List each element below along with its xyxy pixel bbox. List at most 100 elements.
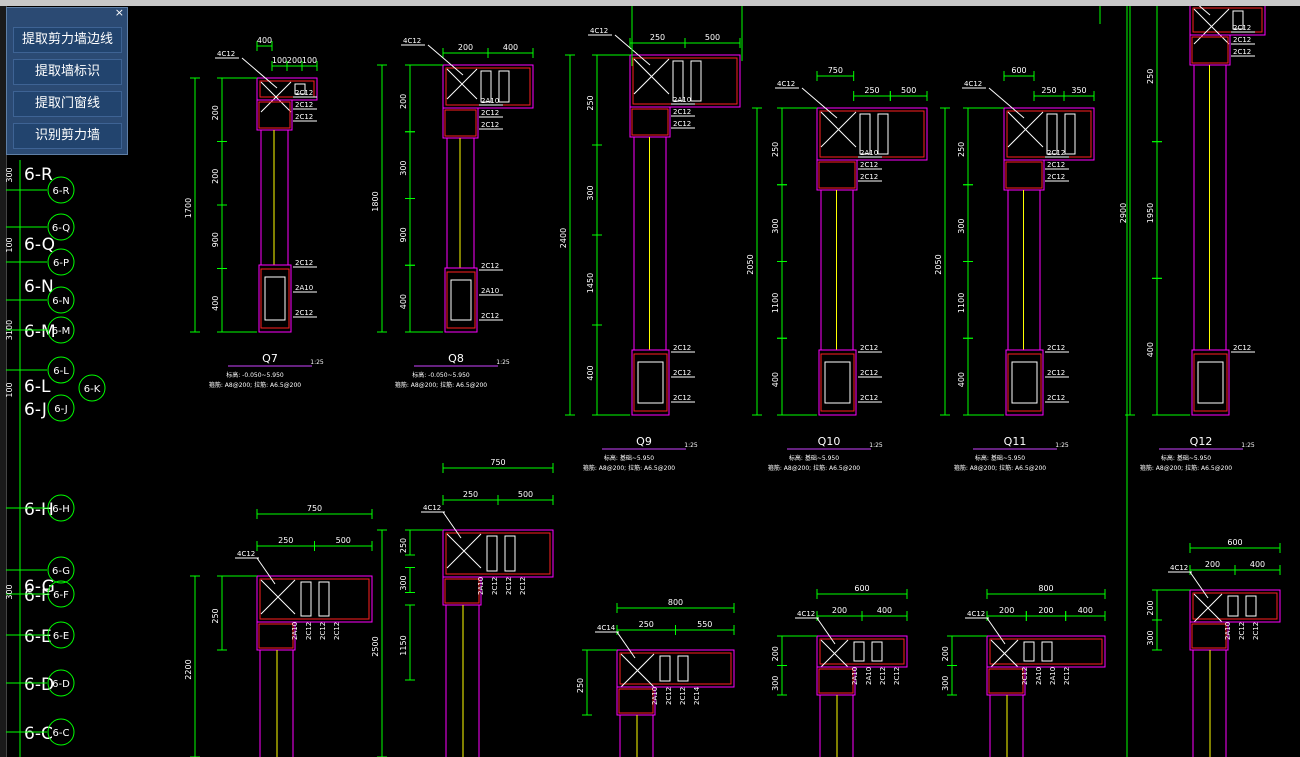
dim-text: 300 (399, 160, 408, 175)
leader-line (1198, 6, 1211, 16)
left-ruler (0, 6, 7, 757)
rebar-label: 2C12 (673, 394, 691, 402)
wall-outline (1003, 159, 1045, 191)
dim-text: 400 (1250, 560, 1265, 569)
wall-outline (629, 54, 741, 108)
extract-wall-label-button[interactable]: 提取墙标识 (13, 59, 122, 85)
leader-line (1189, 571, 1209, 599)
wall-outline (256, 99, 293, 131)
dim-text: 2400 (559, 228, 568, 248)
dim-text: 250 (463, 490, 478, 499)
panel-close-button[interactable]: × (114, 6, 124, 19)
stirrup (294, 83, 306, 95)
axis-bubble (47, 669, 75, 697)
dim-text: 250 (576, 678, 585, 693)
rebar-label: 4C12 (237, 550, 255, 558)
dim-text: 800 (1038, 584, 1053, 593)
rebar-outline (258, 101, 291, 129)
rebar-label: 2C12 (1047, 369, 1065, 377)
rebar-outline (258, 623, 294, 649)
axis-bubble (47, 580, 75, 608)
leader-line (816, 617, 836, 645)
wall-outline (816, 159, 858, 191)
rebar-label: 2C12 (1252, 622, 1260, 640)
dim-text: 200 (832, 606, 847, 615)
axis-bubble (47, 176, 75, 204)
axis-bubble-label: 6-D (52, 679, 70, 690)
wall-name: Q11 (1004, 435, 1027, 448)
axis-bubble-label: 6-R (53, 186, 70, 197)
dim-text: 2050 (746, 254, 755, 274)
axis-bubble (47, 394, 75, 422)
axis-bubble-label: 6-H (52, 504, 70, 515)
stirrup (1064, 113, 1076, 155)
wall-name: Q10 (818, 435, 841, 448)
stirrup (264, 276, 286, 321)
rebar-label: 2C12 (1047, 149, 1065, 157)
stirrup (853, 641, 865, 662)
dim-text: 300 (771, 218, 780, 233)
dim-text: 250 (399, 538, 408, 553)
dim-text: 500 (705, 33, 720, 42)
wall-note: 标高: 基础~5.950 (1161, 454, 1211, 462)
rebar-outline (444, 109, 477, 137)
dim-text: 400 (877, 606, 892, 615)
leader-line (256, 557, 276, 585)
rebar-label: 2C12 (1047, 161, 1065, 169)
column-cross (1007, 111, 1044, 148)
cad-drawing-canvas[interactable]: 6-R6-Q6-N6-M6-L6-J6-H6-G6-F6-E6-D6-C6-R6… (0, 6, 1300, 757)
left-dim-text: 3100 (5, 320, 14, 340)
rebar-label: 2C12 (295, 113, 313, 121)
axis-bubble-label: 6-E (53, 631, 69, 642)
dim-text: 250 (586, 95, 595, 110)
dim-text: 400 (399, 294, 408, 309)
rebar-label: 2C12 (860, 344, 878, 352)
window-top-bar (0, 0, 1300, 6)
rebar-label: 2C12 (295, 259, 313, 267)
leader-line (616, 631, 636, 659)
dim-text: 1100 (957, 293, 966, 313)
axis-bubble (47, 356, 75, 384)
dim-text: 200 (211, 169, 220, 184)
dim-text: 200 (1146, 600, 1155, 615)
dim-text: 1800 (371, 191, 380, 211)
rebar-label: 2C12 (673, 369, 691, 377)
rebar-label: 4C12 (1170, 564, 1188, 572)
leader-line (801, 87, 838, 119)
dim-text: 250 (211, 608, 220, 623)
rebar-label: 2A10 (481, 287, 499, 295)
rebar-outline (619, 652, 732, 685)
rebar-label: 2C12 (1047, 394, 1065, 402)
rebar-label: 2C12 (673, 120, 691, 128)
rebar-label: 4C14 (597, 624, 616, 632)
extract-door-window-line-button[interactable]: 提取门窗线 (13, 91, 122, 117)
rebar-label: 4C12 (423, 504, 441, 512)
stirrup (1197, 361, 1224, 404)
dim-text: 500 (518, 490, 533, 499)
recognize-shear-wall-button[interactable]: 识别剪力墙 (13, 123, 122, 149)
column-cross (633, 58, 670, 95)
left-dim-text: 300 (5, 167, 14, 182)
dim-text: 200 (999, 606, 1014, 615)
dim-text: 750 (490, 458, 505, 467)
dim-text: 300 (941, 676, 950, 691)
extract-shear-wall-edge-button[interactable]: 提取剪力墙边线 (13, 27, 122, 53)
rebar-outline (1192, 7, 1263, 33)
wall-name: Q9 (636, 435, 652, 448)
column-cross (1193, 8, 1230, 45)
stirrup (877, 113, 889, 155)
scale-text: 1:25 (310, 359, 324, 366)
stirrup (300, 581, 312, 617)
stirrup (504, 535, 516, 572)
rebar-label: 2C12 (893, 667, 901, 685)
dim-text: 2500 (371, 636, 380, 656)
stirrup (1227, 595, 1239, 617)
rebar-label: 2C12 (305, 622, 313, 640)
dim-text: 200 (941, 646, 950, 661)
axis-bubble (47, 621, 75, 649)
rebar-label: 2C12 (491, 577, 499, 595)
